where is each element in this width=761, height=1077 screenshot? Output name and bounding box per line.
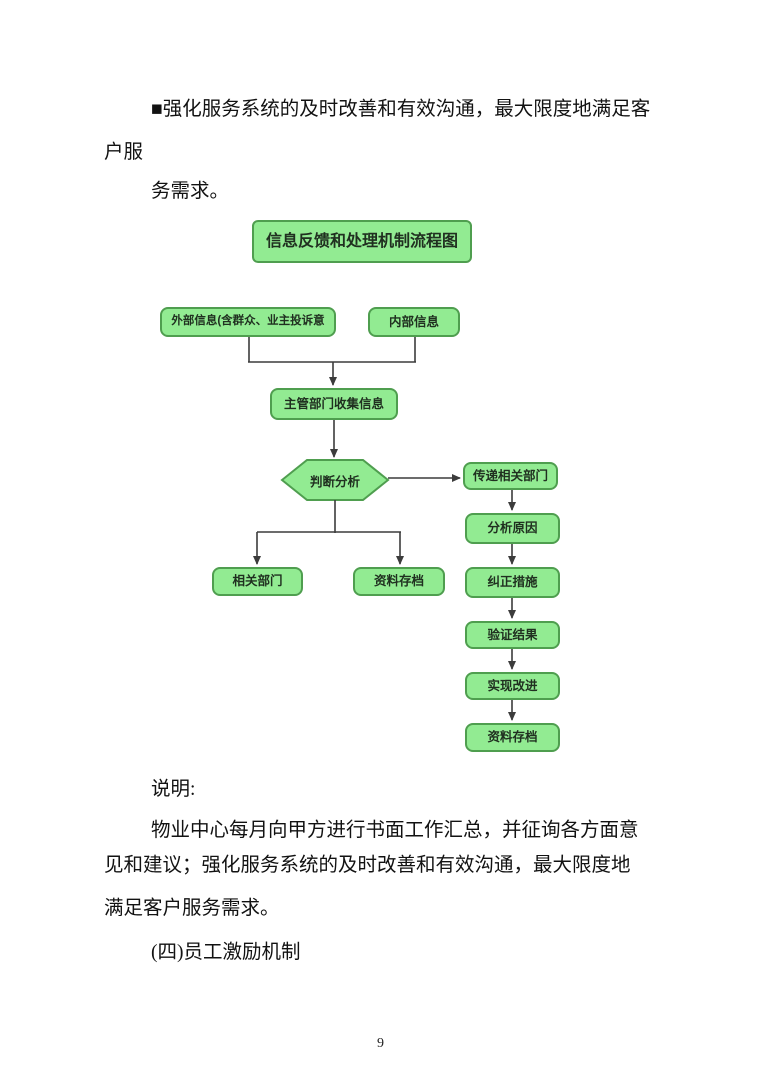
page-number: 9 xyxy=(377,1036,384,1051)
section-heading: (四)员工激励机制 xyxy=(151,942,301,963)
paragraph-line: 户服 xyxy=(104,142,144,163)
paragraph-line: 务需求。 xyxy=(151,181,230,202)
node-collect-info: 主管部门收集信息 xyxy=(270,388,398,420)
paragraph-line: 物业中心每月向甲方进行书面工作汇总，并征询各方面意 xyxy=(151,820,639,841)
node-analyze-cause: 分析原因 xyxy=(465,513,560,544)
decision-hexagon-shape xyxy=(280,459,390,501)
node-implement-improve: 实现改进 xyxy=(465,672,560,700)
node-decision: 判断分析 xyxy=(309,474,360,489)
node-archive-right: 资料存档 xyxy=(465,723,560,752)
node-verify-result: 验证结果 xyxy=(465,621,560,649)
node-archive-left: 资料存档 xyxy=(353,567,445,596)
node-corrective-action: 纠正措施 xyxy=(465,567,560,598)
node-transmit-dept: 传递相关部门 xyxy=(463,462,558,490)
paragraph-line: 见和建议；强化服务系统的及时改善和有效沟通，最大限度地 xyxy=(104,855,631,876)
node-internal-info: 内部信息 xyxy=(368,307,460,337)
flowchart-title: 信息反馈和处理机制流程图 xyxy=(252,220,472,263)
paragraph-line: ■强化服务系统的及时改善和有效沟通，最大限度地满足客 xyxy=(151,99,651,120)
paragraph-line: 满足客户服务需求。 xyxy=(104,898,280,919)
note-label: 说明: xyxy=(151,779,196,800)
node-external-info: 外部信息(含群众、业主投诉意 xyxy=(160,307,336,337)
flowchart-diagram: 信息反馈和处理机制流程图 外部信息(含群众、业主投诉意 内部信息 主管部门收集信… xyxy=(100,210,580,770)
node-related-dept: 相关部门 xyxy=(212,567,303,596)
flowchart-connectors xyxy=(248,335,516,721)
